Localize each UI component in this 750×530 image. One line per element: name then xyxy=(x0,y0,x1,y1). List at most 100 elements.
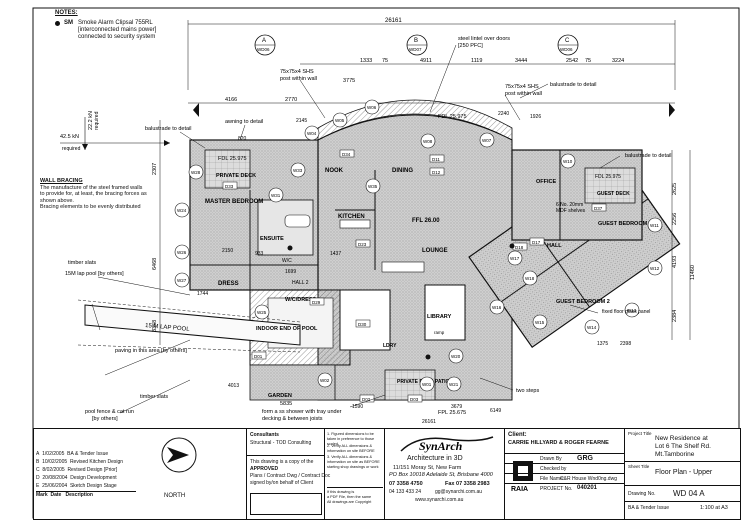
room-label: GUEST BEDROOM 1 xyxy=(598,221,652,227)
checked-by-label: Checked by xyxy=(540,466,567,472)
svg-text:W14: W14 xyxy=(587,325,597,330)
raia-text: RAIA xyxy=(511,486,528,493)
signature-box[interactable] xyxy=(250,493,322,515)
drawing-notes: 1. Figured dimensions to be taken in pre… xyxy=(324,429,385,519)
wind-load-text: 22.2 kN xyxy=(88,111,94,130)
top-dimension-chain xyxy=(188,63,675,104)
window-tag[interactable]: W13 xyxy=(624,302,640,318)
grid-marker-b[interactable]: B WD07 xyxy=(406,34,428,56)
approval-line: Plans / Contract Dwg / Contract Doc xyxy=(250,473,331,479)
door-tag[interactable]: D02 xyxy=(359,394,375,403)
svg-text:W27: W27 xyxy=(177,278,187,283)
revision-row: D 20/08/2004 Design Development xyxy=(36,475,117,481)
room-label: KITCHEN xyxy=(338,214,365,220)
revision-row: E 25/06/2004 Sketch Design Stage xyxy=(36,483,117,489)
window-tag[interactable]: W25 xyxy=(254,304,270,320)
window-tag[interactable]: W10 xyxy=(560,153,576,169)
window-tag[interactable]: W33 xyxy=(290,162,306,178)
svg-text:W12: W12 xyxy=(650,266,660,271)
svg-text:D12: D12 xyxy=(432,170,441,175)
window-tag[interactable]: W14 xyxy=(584,319,600,335)
window-tag[interactable]: W21 xyxy=(446,376,462,392)
grid-marker-a[interactable]: A WD06 xyxy=(254,34,276,56)
svg-text:W17: W17 xyxy=(510,256,520,261)
door-tag[interactable]: D23 xyxy=(355,239,371,248)
sm-text-line: [interconnected mains power] xyxy=(78,27,157,33)
room-label: INDOOR END OF POOL xyxy=(256,326,318,332)
notes-heading: NOTES: xyxy=(55,10,78,16)
door-tag[interactable]: D03 xyxy=(407,394,423,403)
window-tag[interactable]: W17 xyxy=(507,250,523,266)
svg-text:W33: W33 xyxy=(293,168,303,173)
door-tag[interactable]: D29 xyxy=(309,297,325,306)
window-tag[interactable]: W16 xyxy=(489,299,505,315)
room-label: HALL 2 xyxy=(292,280,309,286)
callout-lap-pool: 15M lap pool [by others] xyxy=(65,271,124,277)
door-tag[interactable]: D37 xyxy=(591,203,607,212)
file-name-label: File Name: xyxy=(540,476,565,482)
pdf-note-line: All drawings are Copyright xyxy=(327,500,372,504)
window-tag[interactable]: W35 xyxy=(365,178,381,194)
door-tag[interactable]: D34 xyxy=(339,149,355,158)
door-tag[interactable]: D17 xyxy=(529,237,545,246)
drawing-note: 3. Verify ALL dimensions & information o… xyxy=(327,455,380,469)
window-tag[interactable]: W12 xyxy=(647,260,663,276)
dim-text: 820 xyxy=(238,136,247,142)
window-tag[interactable]: W15 xyxy=(532,314,548,330)
svg-text:D03: D03 xyxy=(410,397,419,402)
dim-text: 1744 xyxy=(197,291,208,297)
svg-text:D17: D17 xyxy=(532,240,541,245)
firm-email[interactable]: gg@synarchi.com.au xyxy=(435,489,483,495)
window-tag[interactable]: W05 xyxy=(332,112,348,128)
grid-marker-c[interactable]: C WD06 xyxy=(557,34,579,56)
callout-timber-slats: timber slats xyxy=(68,260,96,266)
paving-line xyxy=(77,344,301,353)
svg-text:D30: D30 xyxy=(358,322,367,327)
svg-text:W01: W01 xyxy=(422,382,432,387)
window-tag[interactable]: W01 xyxy=(419,376,435,392)
door-tag[interactable]: D12 xyxy=(429,167,445,176)
window-tag[interactable]: W20 xyxy=(448,348,464,364)
svg-text:D11: D11 xyxy=(432,157,440,162)
smoke-alarm-symbols xyxy=(287,243,515,360)
window-tag[interactable]: W08 xyxy=(420,133,436,149)
level-mark: FPL 25.675 xyxy=(438,410,466,416)
overall-dimension xyxy=(187,20,676,90)
wall-bracing-line: The manufacture of the steel framed wall… xyxy=(40,184,143,191)
firm-name: SynArch xyxy=(419,439,463,453)
window-tag[interactable]: W02 xyxy=(317,372,333,388)
window-tag[interactable]: W31 xyxy=(268,187,284,203)
wind-load-indicator xyxy=(60,117,170,150)
door-tag[interactable]: D11 xyxy=(429,154,445,163)
door-tag[interactable]: D01 xyxy=(251,351,267,360)
window-tag[interactable]: W07 xyxy=(479,132,495,148)
svg-text:W04: W04 xyxy=(307,131,317,136)
door-tag[interactable]: D30 xyxy=(355,319,371,328)
svg-text:D02: D02 xyxy=(362,397,371,402)
window-tag[interactable]: W06 xyxy=(364,99,380,115)
window-tag[interactable]: W27 xyxy=(174,272,190,288)
window-tag[interactable]: W11 xyxy=(647,217,663,233)
callout-awning: awning to detail xyxy=(225,119,263,125)
sm-text: Smoke Alarm Clipsal 755RL [interconnecte… xyxy=(78,20,156,41)
room-label: NOOK xyxy=(325,168,344,174)
window-tag[interactable]: W04 xyxy=(304,125,320,141)
svg-text:W13: W13 xyxy=(627,308,637,313)
door-tag[interactable]: D33 xyxy=(222,181,238,190)
revision-header: Mark Date Description xyxy=(36,491,136,498)
room-label: DRESS xyxy=(218,281,239,287)
grid-marker-sheet: WD06 xyxy=(560,47,573,52)
door-tag[interactable]: D18 xyxy=(512,242,528,251)
window-tag[interactable]: W28 xyxy=(188,164,204,180)
callout-steel-lintel: steel lintel over doors[250 PFC] xyxy=(458,36,510,49)
dim-text: 4911 xyxy=(420,58,432,64)
window-tag[interactable]: W26 xyxy=(174,244,190,260)
window-tag[interactable]: W24 xyxy=(174,202,190,218)
firm-website[interactable]: www.synarchi.com.au xyxy=(415,497,464,503)
svg-text:W21: W21 xyxy=(449,382,459,387)
dim-text: 4193 xyxy=(672,256,678,268)
window-tag[interactable]: W18 xyxy=(522,270,538,286)
room-label: PRIVATE DECK xyxy=(216,173,256,179)
svg-text:W26: W26 xyxy=(177,250,187,255)
